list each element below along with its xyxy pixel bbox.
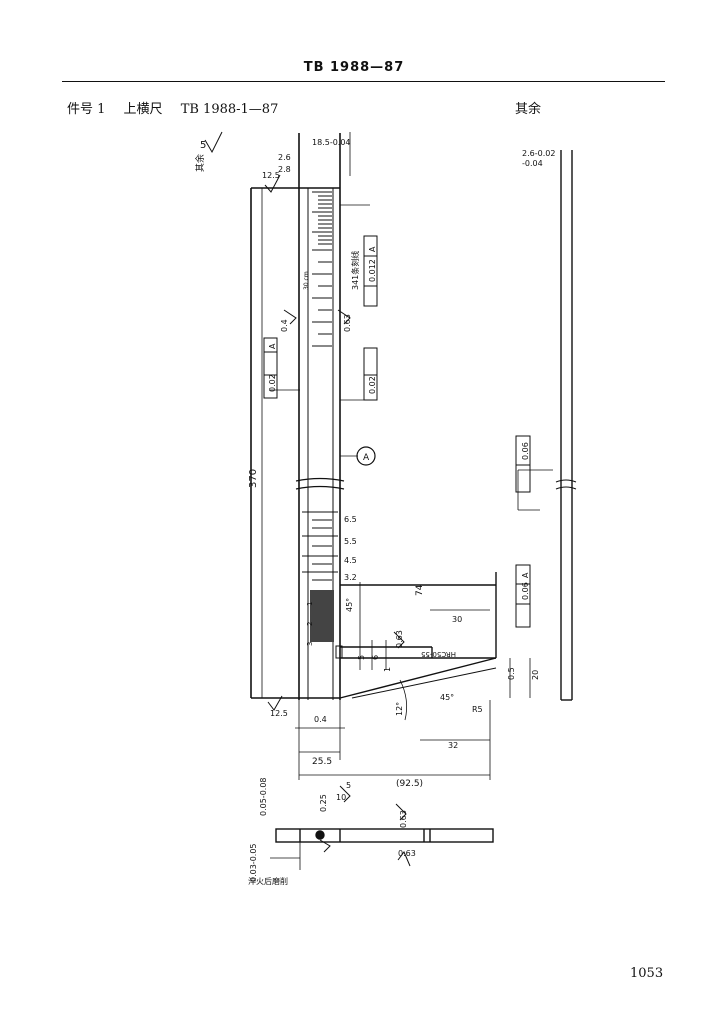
dimension-lines	[261, 132, 553, 870]
part-name: 上横尺	[123, 102, 163, 117]
bottom-note: 淬火后磨削	[248, 876, 288, 886]
dim-top-2: 2.6	[278, 153, 291, 162]
dim-6-5: 6.5	[344, 515, 357, 524]
scale-mark-1: 1	[306, 602, 314, 606]
dim-5-5: 5.5	[344, 537, 357, 546]
angle-45: 45°	[440, 693, 454, 702]
tol-parallel-datum: A	[268, 343, 277, 349]
datum-circle	[356, 446, 376, 466]
section-view	[275, 828, 494, 843]
roughness-0-63-d: 0.63	[398, 849, 416, 858]
scale-marks-lower	[302, 511, 338, 642]
roughness-0-63-c: 0.63	[399, 810, 408, 828]
part-title-line: 件号 1 上横尺 TB 1988-1—87	[67, 98, 292, 117]
rest-surface-note: 其余	[515, 102, 542, 117]
roughness-10: 10	[336, 793, 346, 802]
datum-letter: A	[363, 453, 370, 463]
roughness-symbols	[204, 131, 411, 867]
dim-2-8: 2.8	[278, 165, 291, 174]
standard-number: TB 1988—87	[303, 60, 405, 75]
dim-74: 74	[415, 584, 425, 596]
dim-top: 18.5-0.04	[312, 138, 351, 147]
dim-25-5: 25.5	[312, 757, 332, 767]
thickness-b: 0.03-0.05	[249, 843, 258, 882]
part-standard: TB 1988-1—87	[180, 102, 279, 117]
ruler-outline	[250, 133, 341, 700]
dim-total-width: (92.5)	[396, 779, 423, 789]
roughness-0-25: 0.25	[319, 794, 328, 812]
roughness-0-4: 0.4	[280, 319, 289, 332]
tol-perp-top: 0.012	[368, 259, 377, 282]
section-5: 5	[346, 781, 351, 790]
thickness-a: 0.05-0.08	[259, 777, 268, 816]
tol-perp-right: 0.06	[521, 582, 530, 600]
tol-straight: 0.02	[368, 376, 377, 394]
ruler-foot	[335, 572, 497, 699]
roughness-12-5-top: 12.5	[262, 171, 280, 180]
dim-30: 30	[452, 615, 462, 624]
part-number: 件号 1	[67, 102, 106, 117]
rest-roughness-value: 5	[200, 140, 206, 151]
dim-32: 32	[448, 741, 458, 750]
roughness-12-5-bottom: 12.5	[270, 709, 288, 718]
dim-0-5: 0.5	[507, 667, 516, 680]
tol-flat: 0.06	[521, 442, 530, 460]
scale-marks-upper	[312, 191, 332, 347]
angle-12: 12°	[395, 702, 404, 716]
dim-6: 6	[371, 655, 380, 660]
scale-mark-2: 2	[306, 622, 314, 626]
tol-perp-right-datum: A	[521, 572, 530, 578]
tol-perp-top-datum: A	[368, 246, 377, 252]
tolerance-frames	[263, 235, 531, 628]
dim-length: 370	[248, 469, 259, 488]
dim-side: 2.6-0.02	[522, 149, 555, 158]
header-rule	[62, 81, 665, 82]
hardness-note: HRC50-55	[421, 650, 456, 658]
dim-side-2: -0.04	[522, 159, 543, 168]
dim-4-5: 4.5	[344, 556, 357, 565]
scale-mark-3: 3	[306, 642, 314, 646]
dim-0-4: 0.4	[314, 715, 327, 724]
scale-label: 30 cm	[303, 271, 310, 290]
break-symbol	[295, 477, 345, 490]
dim-20: 20	[531, 670, 540, 680]
dim-3-2: 3.2	[344, 573, 357, 582]
page-number: 1053	[630, 966, 664, 981]
scale-count: 341条刻线	[350, 251, 360, 290]
rest-roughness-label: 其余	[194, 154, 206, 172]
radius-5: R5	[472, 705, 483, 714]
annotations: 5 其余 12.5 12.5 0.4 0.63 0.63 0.63 0.63 0…	[194, 138, 555, 886]
roughness-0-63: 0.63	[343, 314, 352, 332]
side-view	[555, 150, 577, 701]
dim-5: 5	[357, 655, 366, 660]
chamfer-45: 45°	[345, 598, 354, 612]
dim-1: 1	[383, 667, 392, 672]
tol-parallel: 0.02	[268, 374, 277, 392]
roughness-0-63-b: 0.63	[395, 630, 404, 648]
